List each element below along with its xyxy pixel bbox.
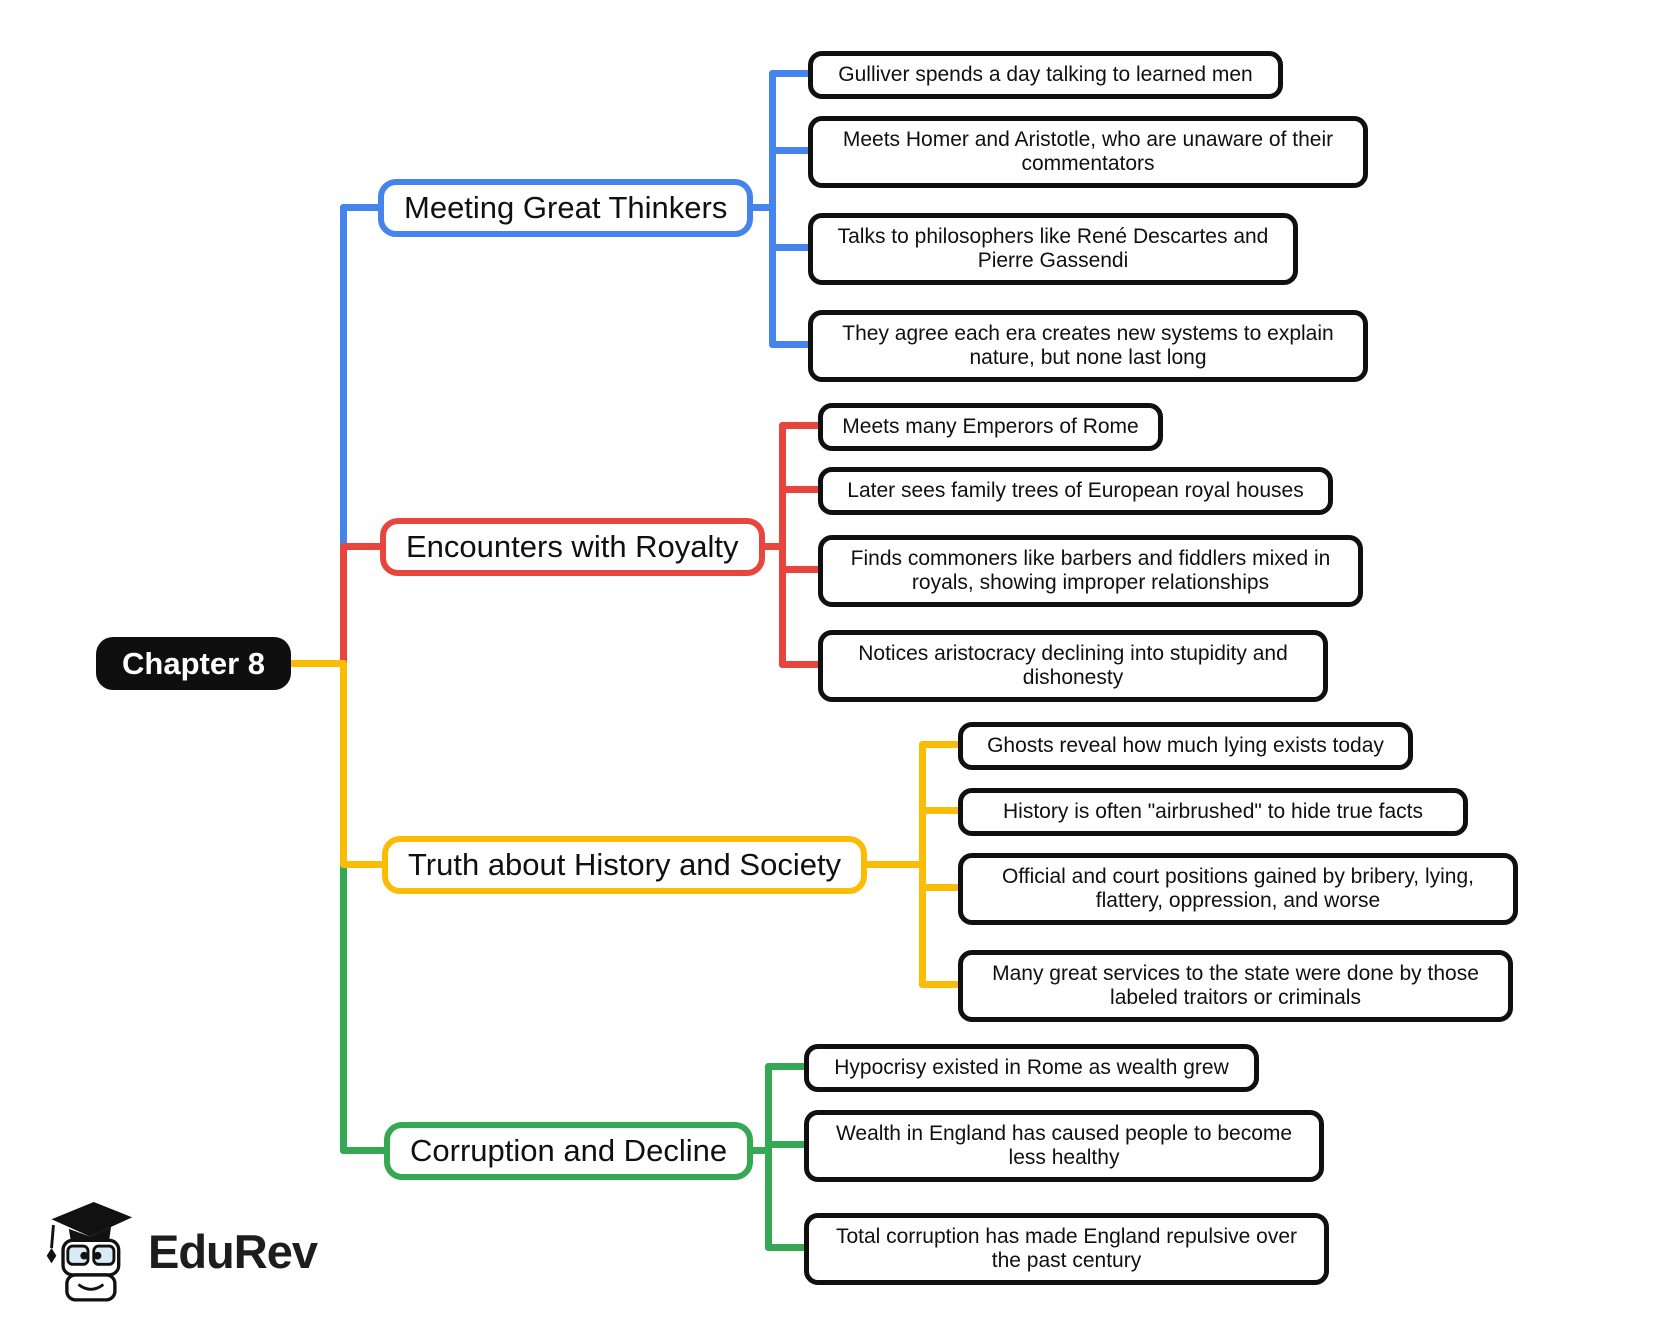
child-node-gulliver-learned-men: Gulliver spends a day talking to learned… bbox=[808, 51, 1283, 99]
child-node-aristocracy-declining: Notices aristocracy declining into stupi… bbox=[818, 630, 1328, 702]
root-node-chapter: Chapter 8 bbox=[96, 637, 291, 690]
trunk-segment-green bbox=[340, 861, 347, 1154]
stub-truth-2 bbox=[919, 807, 982, 814]
stub-thinkers-1 bbox=[769, 70, 832, 77]
child-node-ghosts-reveal-lying: Ghosts reveal how much lying exists toda… bbox=[958, 722, 1413, 770]
stub-corruption-1 bbox=[765, 1063, 828, 1070]
stub-royalty-1 bbox=[779, 422, 842, 429]
stub-royalty-3 bbox=[779, 566, 842, 573]
stub-thinkers-2 bbox=[769, 147, 832, 154]
edurev-logo: EduRev bbox=[40, 1192, 318, 1311]
child-node-positions-by-bribery: Official and court positions gained by b… bbox=[958, 853, 1518, 925]
child-node-wealth-england-health: Wealth in England has caused people to b… bbox=[804, 1110, 1324, 1182]
connector-root bbox=[250, 660, 347, 667]
stub-thinkers-4 bbox=[769, 341, 832, 348]
child-node-commoners-mixed-royals: Finds commoners like barbers and fiddler… bbox=[818, 535, 1363, 607]
child-node-descartes-gassendi: Talks to philosophers like René Descarte… bbox=[808, 213, 1298, 285]
child-node-emperors-of-rome: Meets many Emperors of Rome bbox=[818, 403, 1163, 451]
stub-truth-1 bbox=[919, 741, 982, 748]
branch-node-meeting-great-thinkers: Meeting Great Thinkers bbox=[378, 179, 754, 237]
subtrunk-royalty bbox=[779, 422, 786, 668]
stub-royalty-2 bbox=[779, 486, 842, 493]
child-node-family-trees-royal-houses: Later sees family trees of European roya… bbox=[818, 467, 1333, 515]
stub-royalty-4 bbox=[779, 661, 842, 668]
stub-thinkers-3 bbox=[769, 244, 832, 251]
stub-corruption-3 bbox=[765, 1244, 828, 1251]
subtrunk-thinkers bbox=[769, 70, 776, 348]
subtrunk-truth bbox=[919, 741, 926, 988]
branch-node-encounters-with-royalty: Encounters with Royalty bbox=[380, 518, 765, 576]
branch-node-truth-history-society: Truth about History and Society bbox=[382, 836, 868, 894]
edurev-logo-text: EduRev bbox=[148, 1225, 318, 1278]
trunk-segment-yellow bbox=[340, 660, 347, 868]
subtrunk-corruption bbox=[765, 1063, 772, 1251]
child-node-england-repulsive: Total corruption has made England repuls… bbox=[804, 1213, 1329, 1285]
child-node-homer-aristotle: Meets Homer and Aristotle, who are unawa… bbox=[808, 116, 1368, 188]
stub-corruption-2 bbox=[765, 1141, 828, 1148]
child-node-hypocrisy-in-rome: Hypocrisy existed in Rome as wealth grew bbox=[804, 1044, 1259, 1092]
connector-truth-out bbox=[820, 861, 926, 868]
child-node-services-by-traitors: Many great services to the state were do… bbox=[958, 950, 1513, 1022]
branch-node-corruption-and-decline: Corruption and Decline bbox=[384, 1122, 754, 1180]
stub-truth-4 bbox=[919, 981, 982, 988]
stub-truth-3 bbox=[919, 884, 982, 891]
trunk-segment-blue bbox=[340, 204, 347, 550]
trunk-segment-red bbox=[340, 543, 347, 667]
child-node-new-systems-nature: They agree each era creates new systems … bbox=[808, 310, 1368, 382]
edurev-mascot-icon bbox=[40, 1192, 136, 1311]
child-node-history-airbrushed: History is often "airbrushed" to hide tr… bbox=[958, 788, 1468, 836]
